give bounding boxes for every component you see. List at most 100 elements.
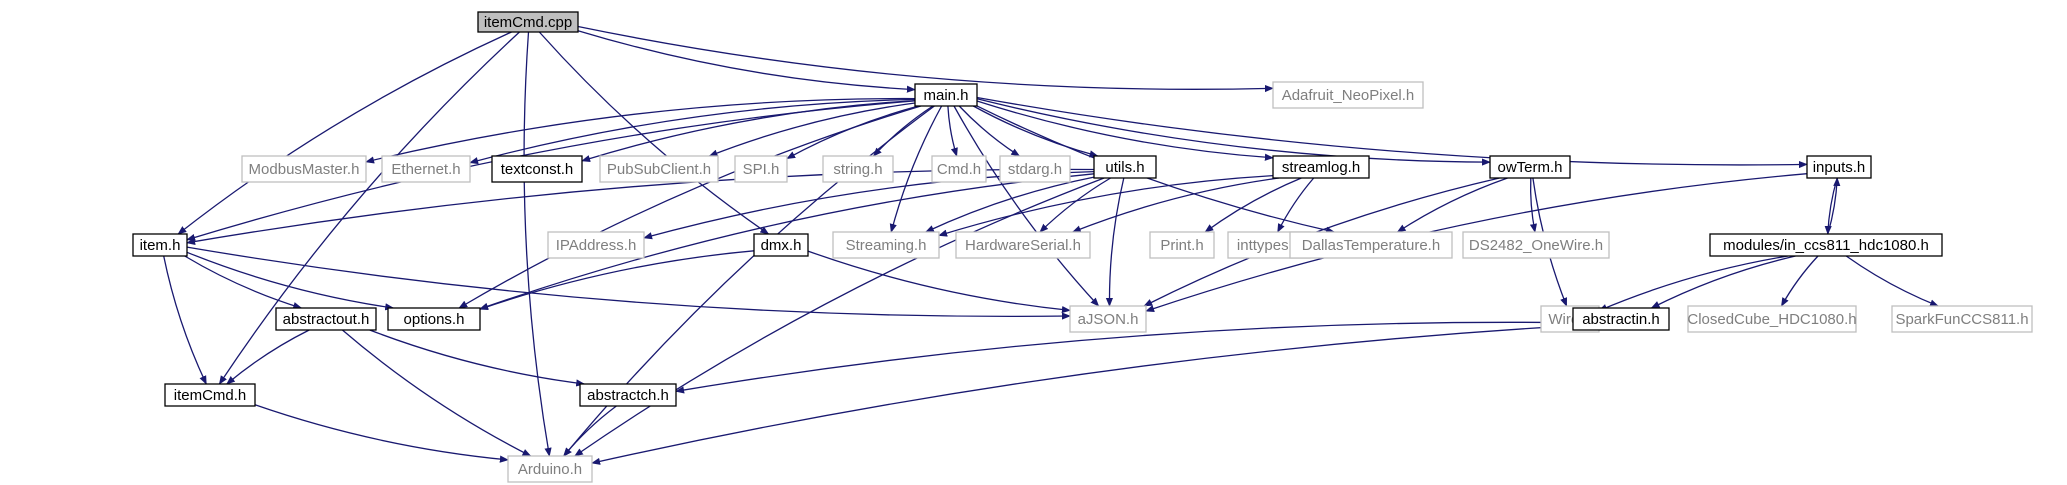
edge-dmx_h-to-options_h: [479, 250, 755, 310]
edge-main_h-to-Streaming_h: [889, 105, 943, 233]
node-box: [507, 455, 593, 483]
edge-utils_h-to-HardwareSerial_h: [1039, 177, 1111, 233]
node-box: [1891, 305, 2033, 333]
edge-itemCmd_cpp-to-item_h: [177, 31, 512, 235]
edge-main_h-to-options_h: [458, 105, 922, 309]
edge-modules_in_ccs811_hdc1080_h-to-Wire_h: [1598, 255, 1789, 312]
node-box: [1709, 233, 1943, 257]
node-label: HardwareSerial.h: [965, 237, 1081, 254]
node-label: abstractin.h: [1582, 311, 1660, 328]
node-label: ModbusMaster.h: [249, 161, 360, 178]
node-label: ClosedCube_HDC1080.h: [1687, 311, 1856, 328]
edge-utils_h-to-aJSON_h: [1105, 177, 1125, 307]
node-label: inttypes.h: [1237, 237, 1301, 254]
node-box: [491, 155, 583, 183]
edge-utils_h-to-Arduino_h: [574, 177, 1105, 457]
node-inputs-h[interactable]: inputs.h: [1806, 155, 1872, 179]
node-label: dmx.h: [761, 237, 802, 254]
node-box: [241, 155, 367, 183]
node-owTerm-h[interactable]: owTerm.h: [1489, 155, 1571, 179]
node-box: [1687, 305, 1857, 333]
node-box: [275, 307, 377, 331]
edge-utils_h-to-Streaming_h: [924, 176, 1095, 233]
node-Ethernet-h: Ethernet.h: [381, 155, 471, 183]
node-box: [734, 155, 788, 183]
node-label: itemCmd.cpp: [484, 14, 572, 31]
node-box: [1489, 155, 1571, 179]
edge-itemCmd_cpp-to-dmx_h: [538, 31, 770, 235]
node-label: Streaming.h: [846, 237, 927, 254]
node-abstractch-h[interactable]: abstractch.h: [579, 383, 677, 407]
node-Adafruit-NeoPixel-h: Adafruit_NeoPixel.h: [1272, 81, 1424, 109]
node-label: Ethernet.h: [391, 161, 460, 178]
node-box: [1806, 155, 1872, 179]
node-IPAddress-h: IPAddress.h: [547, 231, 645, 259]
node-Arduino-h: Arduino.h: [507, 455, 593, 483]
edge-main_h-to-string_h: [872, 105, 934, 157]
edge-itemCmd_cpp-to-Arduino_h: [523, 31, 552, 457]
node-label: abstractch.h: [587, 387, 669, 404]
node-label: main.h: [923, 87, 968, 104]
node-abstractin-h[interactable]: abstractin.h: [1572, 307, 1670, 331]
node-label: inputs.h: [1813, 159, 1866, 176]
node-ModbusMaster-h: ModbusMaster.h: [241, 155, 367, 183]
edge-itemCmd_h-to-Arduino_h: [254, 404, 509, 463]
edge-main_h-to-utils_h: [972, 105, 1099, 158]
node-box: [1289, 231, 1453, 259]
node-label: aJSON.h: [1078, 311, 1139, 328]
edge-main_h-to-aJSON_h: [953, 105, 1100, 307]
node-label: PubSubClient.h: [607, 161, 711, 178]
edge-abstractin_h-to-abstractch_h: [675, 321, 1574, 394]
edge-main_h-to-Cmd_h: [947, 105, 958, 157]
node-options-h[interactable]: options.h: [387, 307, 481, 331]
edge-main_h-to-inputs_h: [976, 96, 1808, 169]
edge-modules_in_ccs811_hdc1080_h-to-ClosedCube_HDC1080_h: [1780, 255, 1819, 307]
node-string-h: string.h: [822, 155, 894, 183]
edge-main_h-to-ModbusMaster_h: [365, 97, 916, 164]
node-label: options.h: [404, 311, 465, 328]
node-ClosedCube-HDC1080-h: ClosedCube_HDC1080.h: [1687, 305, 1857, 333]
node-aJSON-h: aJSON.h: [1069, 305, 1147, 333]
edge-streamlog_h-to-Streaming_h: [938, 174, 1274, 237]
node-item-h[interactable]: item.h: [132, 233, 188, 257]
edge-abstractin_h-to-Arduino_h: [591, 325, 1574, 465]
node-dmx-h[interactable]: dmx.h: [753, 233, 809, 257]
node-main-h[interactable]: main.h: [914, 83, 978, 107]
node-textconst-h[interactable]: textconst.h: [491, 155, 583, 183]
edge-main_h-to-DallasTemperature_h: [976, 105, 1336, 234]
node-Streaming-h: Streaming.h: [832, 231, 940, 259]
edge-dmx_h-to-aJSON_h: [807, 250, 1071, 314]
node-label: Cmd.h: [937, 161, 981, 178]
node-abstractout-h[interactable]: abstractout.h: [275, 307, 377, 331]
node-PubSubClient-h: PubSubClient.h: [599, 155, 719, 183]
edge-inputs_h-to-aJSON_h: [1145, 173, 1808, 312]
node-box: [1149, 231, 1215, 259]
node-box: [955, 231, 1091, 259]
edge-main_h-to-stdarg_h: [958, 105, 1021, 157]
node-box: [579, 383, 677, 407]
edge-item_h-to-abstractout_h: [184, 255, 303, 310]
node-SparkFunCCS811-h: SparkFunCCS811.h: [1891, 305, 2033, 333]
node-modules-in-ccs811-hdc1080-h[interactable]: modules/in_ccs811_hdc1080.h: [1709, 233, 1943, 257]
node-label: stdarg.h: [1008, 161, 1062, 178]
edge-utils_h-to-options_h: [479, 173, 1095, 310]
node-SPI-h: SPI.h: [734, 155, 788, 183]
node-label: Print.h: [1160, 237, 1203, 254]
node-box: [1093, 155, 1157, 179]
node-Print-h: Print.h: [1149, 231, 1215, 259]
node-itemCmd-h[interactable]: itemCmd.h: [164, 383, 256, 407]
edge-itemCmd_cpp-to-Adafruit_NeoPixel_h: [577, 25, 1274, 93]
edge-main_h-to-item_h: [186, 100, 916, 241]
node-label: Adafruit_NeoPixel.h: [1282, 87, 1415, 104]
node-itemCmd-cpp[interactable]: itemCmd.cpp: [477, 11, 579, 33]
node-utils-h[interactable]: utils.h: [1093, 155, 1157, 179]
edge-main_h-to-streamlog_h: [976, 100, 1274, 161]
edge-item_h-to-itemCmd_h: [163, 255, 207, 385]
node-Cmd-h: Cmd.h: [931, 155, 987, 183]
node-streamlog-h[interactable]: streamlog.h: [1272, 155, 1370, 179]
edge-main_h-to-PubSubClient_h: [708, 102, 916, 157]
edge-streamlog_h-to-HardwareSerial_h: [1071, 177, 1280, 233]
node-box: [1272, 81, 1424, 109]
edge-main_h-to-textconst_h: [581, 99, 916, 162]
